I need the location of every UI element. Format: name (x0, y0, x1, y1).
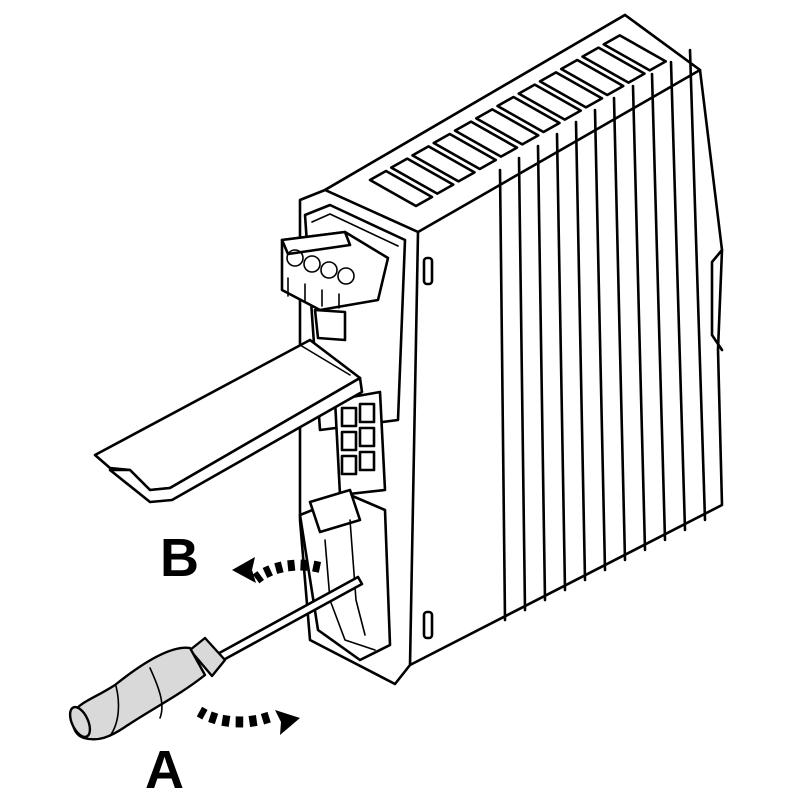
vent-slot (389, 157, 455, 195)
top-vent-slots (368, 34, 668, 208)
cooling-rib (688, 48, 707, 522)
cooling-rib (669, 60, 687, 532)
cooling-rib (631, 84, 647, 552)
front-cover-flap (93, 338, 364, 504)
vent-slot (453, 120, 519, 158)
vent-slot (602, 34, 668, 72)
lower-front-bay (298, 488, 392, 662)
cooling-rib (574, 120, 587, 582)
cooling-rib (593, 108, 607, 572)
cooling-rib (517, 156, 527, 612)
arrow-dash (312, 560, 322, 573)
vent-slot (411, 145, 476, 183)
cooling-ribs (498, 48, 707, 622)
vent-slot (559, 58, 625, 97)
arrow-dash (262, 565, 273, 579)
vent-slot (517, 83, 583, 121)
screwdriver[interactable] (66, 575, 364, 741)
cooling-rib (650, 72, 667, 542)
arrow-dash (274, 561, 284, 574)
front-latches (422, 256, 434, 640)
arrow-b-icon (232, 557, 322, 584)
label-a: A (145, 740, 184, 800)
arrow-dash (221, 714, 231, 727)
vent-slot (474, 108, 540, 146)
vent-slot (432, 132, 498, 171)
arrow-dash (208, 711, 219, 725)
arrow-dash (248, 715, 258, 727)
vent-slot (496, 95, 561, 134)
cooling-rib (498, 168, 507, 622)
terminal-block (280, 230, 390, 342)
vent-slot (368, 169, 434, 208)
arrow-dash (287, 559, 296, 572)
vent-slot (581, 46, 646, 84)
arrow-a-icon (196, 706, 300, 735)
cooling-rib (555, 132, 567, 592)
cooling-rib (612, 96, 627, 562)
vent-slot (538, 71, 604, 109)
arrow-dash (252, 571, 264, 584)
cooling-rib (536, 144, 547, 602)
inner-terminals (333, 390, 387, 497)
arrow-dash (196, 706, 208, 720)
arrow-dash (260, 711, 271, 725)
label-b: B (160, 528, 199, 588)
